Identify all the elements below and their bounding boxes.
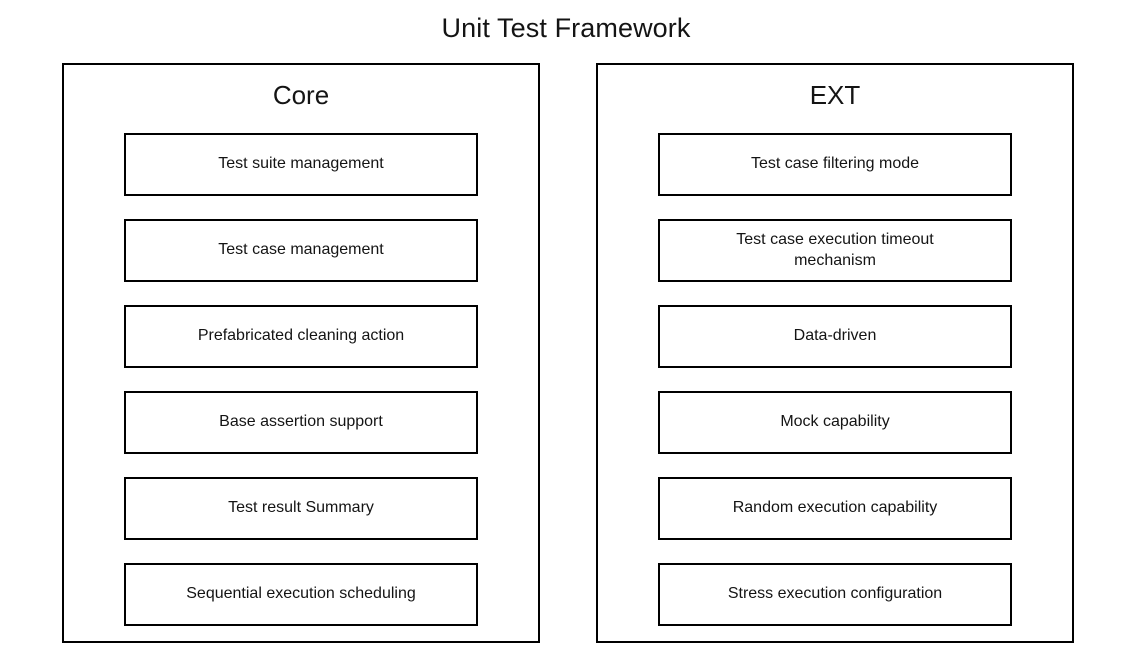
diagram-title: Unit Test Framework (441, 13, 691, 43)
item-label: Test case management (218, 241, 384, 259)
item-box[interactable]: Prefabricated cleaning action (124, 305, 478, 368)
item-box[interactable]: Sequential execution scheduling (124, 563, 478, 626)
panel-core: Core Test suite management Test case man… (62, 63, 540, 643)
item-box[interactable]: Test result Summary (124, 477, 478, 540)
panel-ext-item-list: Test case filtering mode Test case execu… (658, 133, 1012, 626)
item-label: Sequential execution scheduling (186, 585, 416, 603)
item-label: Test suite management (218, 155, 384, 173)
item-label: Test case execution timeout mechanism (736, 231, 934, 269)
item-box[interactable]: Test case management (124, 219, 478, 282)
item-box[interactable]: Stress execution configuration (658, 563, 1012, 626)
item-label: Test result Summary (228, 499, 374, 517)
item-box[interactable]: Mock capability (658, 391, 1012, 454)
item-label: Prefabricated cleaning action (197, 327, 405, 345)
panel-ext: EXT Test case filtering mode Test case e… (596, 63, 1074, 643)
item-box[interactable]: Test case execution timeout mechanism (658, 219, 1012, 282)
item-box[interactable]: Base assertion support (124, 391, 478, 454)
item-label: Mock capability (780, 413, 890, 431)
item-box[interactable]: Data-driven (658, 305, 1012, 368)
item-label: Data-driven (793, 327, 877, 345)
panel-ext-header: EXT (809, 80, 861, 110)
panel-core-header: Core (272, 80, 330, 110)
item-label: Test case filtering mode (750, 155, 920, 173)
panel-core-item-list: Test suite management Test case manageme… (124, 133, 478, 626)
item-box[interactable]: Test case filtering mode (658, 133, 1012, 196)
item-label: Random execution capability (732, 499, 938, 517)
item-label: Stress execution configuration (727, 585, 943, 603)
item-label: Base assertion support (219, 413, 383, 431)
item-box[interactable]: Test suite management (124, 133, 478, 196)
item-box[interactable]: Random execution capability (658, 477, 1012, 540)
